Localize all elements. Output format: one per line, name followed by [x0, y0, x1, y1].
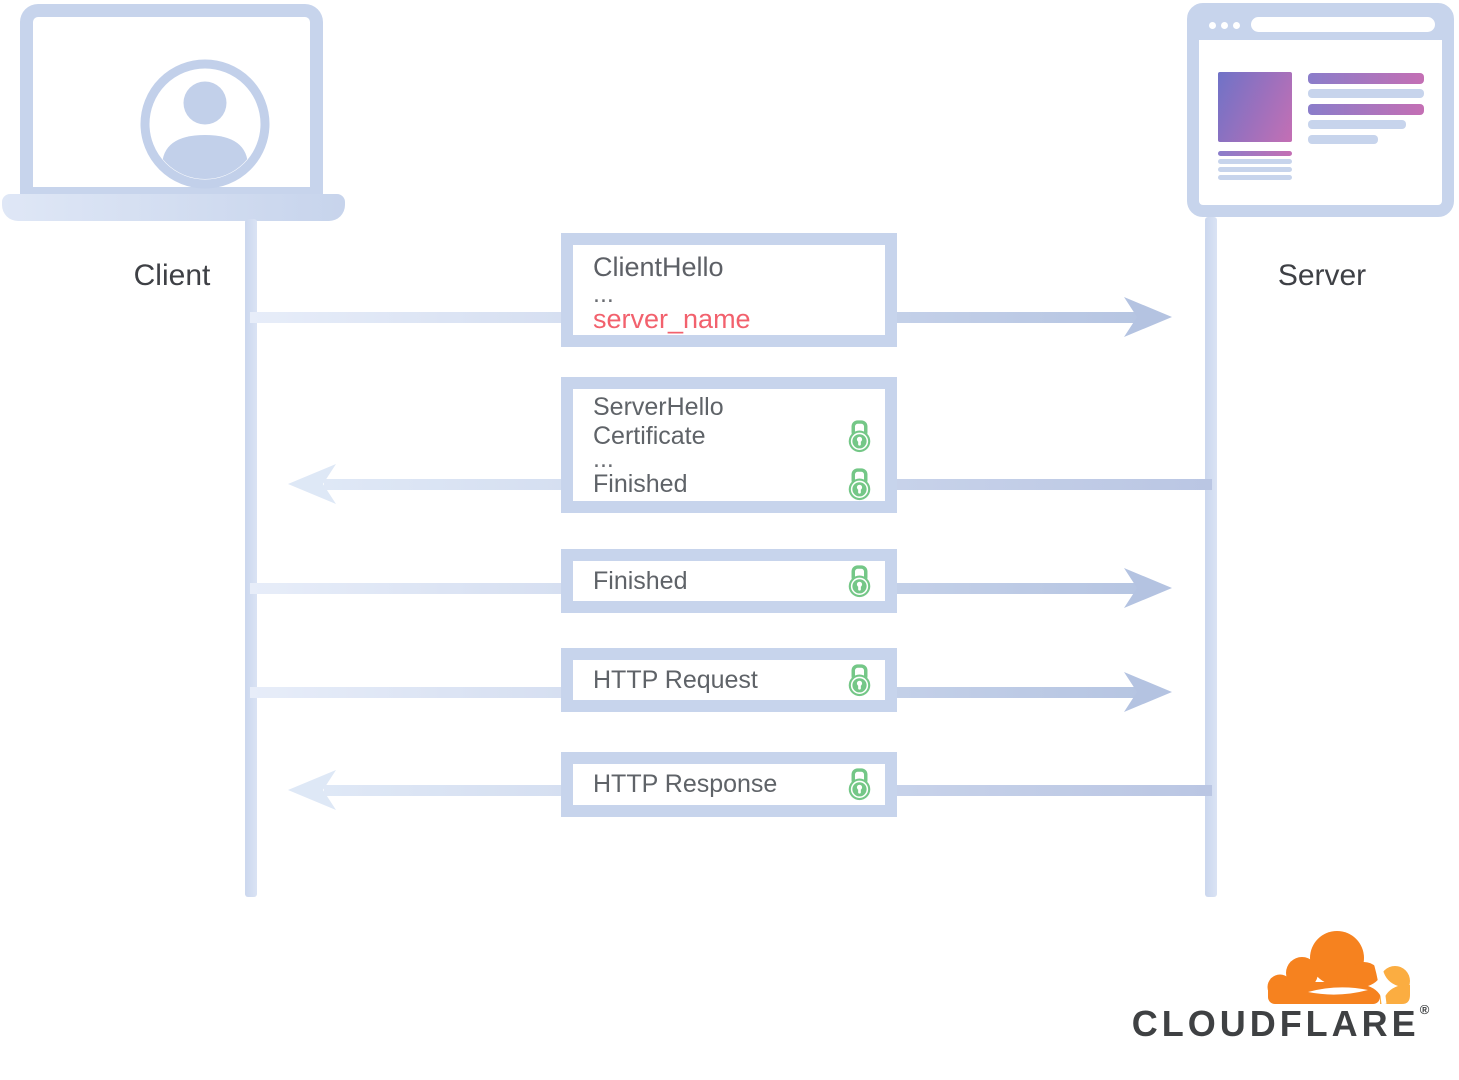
browser-dot-icon — [1221, 22, 1228, 29]
webpage-hero-image — [1218, 72, 1292, 142]
webpage-text-bar — [1218, 175, 1292, 180]
cloudflare-cloud-icon — [1267, 931, 1410, 1004]
server-label: Server — [1277, 259, 1367, 292]
lock-icon — [848, 468, 871, 501]
message-box-finished: Finished — [561, 549, 897, 613]
message-box-http-request: HTTP Request — [561, 648, 897, 712]
browser-header — [1197, 13, 1444, 40]
server-lifeline — [1205, 217, 1217, 897]
message-line: Finished — [593, 470, 688, 498]
message-line-ellipsis: ... — [593, 445, 614, 473]
webpage-text-bar — [1218, 159, 1292, 164]
lock-icon — [848, 419, 871, 452]
message-line-ellipsis: ... — [593, 280, 614, 308]
arrowhead-right-icon — [1124, 568, 1172, 608]
message-line: Finished — [593, 566, 688, 595]
cloud-flare-star — [1368, 970, 1398, 1002]
webpage-text-bar — [1308, 120, 1406, 129]
cloudflare-brand-text: CLOUDFLARE — [1131, 1003, 1420, 1044]
message-line: Certificate — [593, 421, 706, 450]
client-lifeline — [245, 219, 257, 897]
arrowhead-right-icon — [1124, 297, 1172, 337]
message-line-server-name: server_name — [593, 304, 751, 334]
message-line: HTTP Request — [593, 665, 758, 694]
message-line: ClientHello — [593, 252, 724, 282]
lock-icon — [848, 564, 871, 597]
message-line: ServerHello — [593, 393, 724, 421]
lock-icon — [848, 663, 871, 696]
webpage-text-bar — [1308, 135, 1378, 144]
arrowhead-left-icon — [288, 770, 336, 810]
browser-dot-icon — [1209, 22, 1216, 29]
user-avatar-icon — [140, 59, 270, 189]
webpage-text-bar — [1308, 89, 1424, 98]
message-line: HTTP Response — [593, 770, 778, 798]
browser-urlbar — [1251, 17, 1435, 32]
registered-trademark-symbol: ® — [1419, 1002, 1430, 1017]
message-box-http-response: HTTP Response — [561, 752, 897, 817]
arrowhead-left-icon — [288, 464, 336, 504]
browser-window-icon — [1187, 3, 1454, 217]
lock-icon — [848, 768, 871, 801]
cloudflare-wordmark: CLOUDFLARE® — [1108, 1002, 1453, 1045]
webpage-text-bar — [1218, 167, 1292, 172]
webpage-text-bar — [1308, 73, 1424, 84]
message-box-clienthello: ClientHello ... server_name — [561, 233, 897, 347]
laptop-base — [2, 194, 345, 221]
arrowhead-right-icon — [1124, 672, 1172, 712]
laptop-icon — [20, 4, 323, 200]
cloud-swoosh — [1308, 987, 1368, 995]
client-label: Client — [133, 259, 211, 292]
webpage-text-bar — [1218, 151, 1292, 156]
webpage-text-bar — [1308, 104, 1424, 115]
message-box-serverhello: ServerHello Certificate ... Finished — [561, 377, 897, 513]
browser-dot-icon — [1233, 22, 1240, 29]
